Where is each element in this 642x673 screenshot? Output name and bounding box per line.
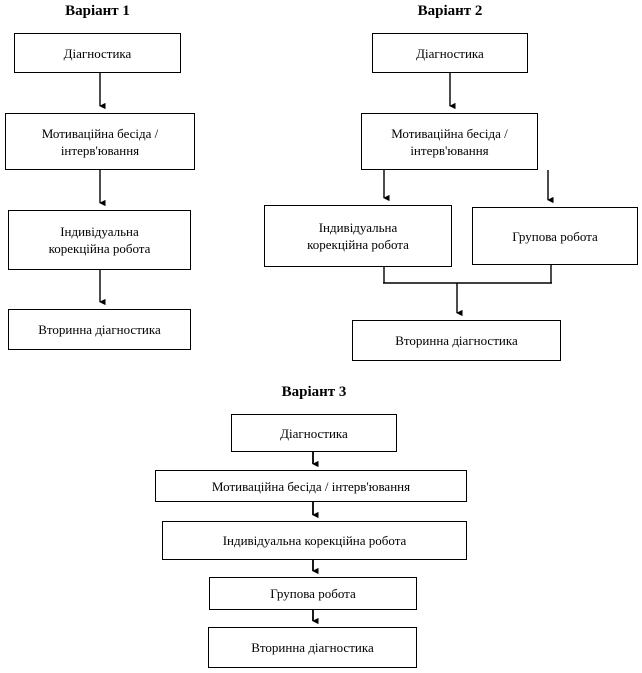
node-label: Індивідуальна корекційна робота bbox=[222, 533, 407, 548]
variant-2-node-group-work[interactable]: Групова робота bbox=[472, 207, 638, 265]
variant-2-node-motivational-interview[interactable]: Мотиваційна бесіда / інтерв'ювання bbox=[361, 113, 538, 170]
node-label: Мотиваційна бесіда / інтерв'ювання bbox=[391, 125, 508, 158]
variant-1-node-individual-correction-work[interactable]: Індивідуальна корекційна робота bbox=[8, 210, 191, 270]
node-label: Групова робота bbox=[512, 228, 598, 244]
node-label: Мотиваційна бесіда / інтерв'ювання bbox=[41, 125, 159, 158]
variant-1-node-secondary-diagnostics[interactable]: Вторинна діагностика bbox=[8, 309, 191, 350]
variant-2-node-secondary-diagnostics[interactable]: Вторинна діагностика bbox=[352, 320, 561, 361]
variant-1-node-diagnostics[interactable]: Діагностика bbox=[14, 33, 181, 73]
node-label: Групова робота bbox=[270, 586, 356, 601]
variant-3-node-secondary-diagnostics[interactable]: Вторинна діагностика bbox=[208, 627, 417, 668]
node-label: Індивідуальна корекційна робота bbox=[307, 220, 409, 252]
variant-1-node-motivational-interview[interactable]: Мотиваційна бесіда / інтерв'ювання bbox=[5, 113, 195, 170]
node-label: Діагностика bbox=[63, 45, 132, 61]
node-label: Вторинна діагностика bbox=[251, 640, 374, 655]
node-label: Вторинна діагностика bbox=[395, 333, 518, 348]
variant-2-node-diagnostics[interactable]: Діагностика bbox=[372, 33, 528, 73]
node-label: Мотиваційна бесіда / інтерв'ювання bbox=[211, 478, 411, 494]
variant-2-title: Варіант 2 bbox=[417, 3, 483, 19]
variant-1-title: Варіант 1 bbox=[65, 3, 130, 19]
node-label: Індивідуальна корекційна робота bbox=[48, 224, 151, 256]
node-label: Діагностика bbox=[280, 425, 348, 441]
variant-3-node-group-work[interactable]: Групова робота bbox=[209, 577, 417, 610]
node-label: Діагностика bbox=[416, 45, 484, 61]
variant-3-node-individual-correction-work[interactable]: Індивідуальна корекційна робота bbox=[162, 521, 467, 560]
node-label: Вторинна діагностика bbox=[38, 322, 161, 337]
variant-3-node-motivational-interview[interactable]: Мотиваційна бесіда / інтерв'ювання bbox=[155, 470, 467, 502]
variant-3-node-diagnostics[interactable]: Діагностика bbox=[231, 414, 397, 452]
variant-2-node-individual-correction-work[interactable]: Індивідуальна корекційна робота bbox=[264, 205, 452, 267]
variant-3-title: Варіант 3 bbox=[281, 384, 347, 400]
